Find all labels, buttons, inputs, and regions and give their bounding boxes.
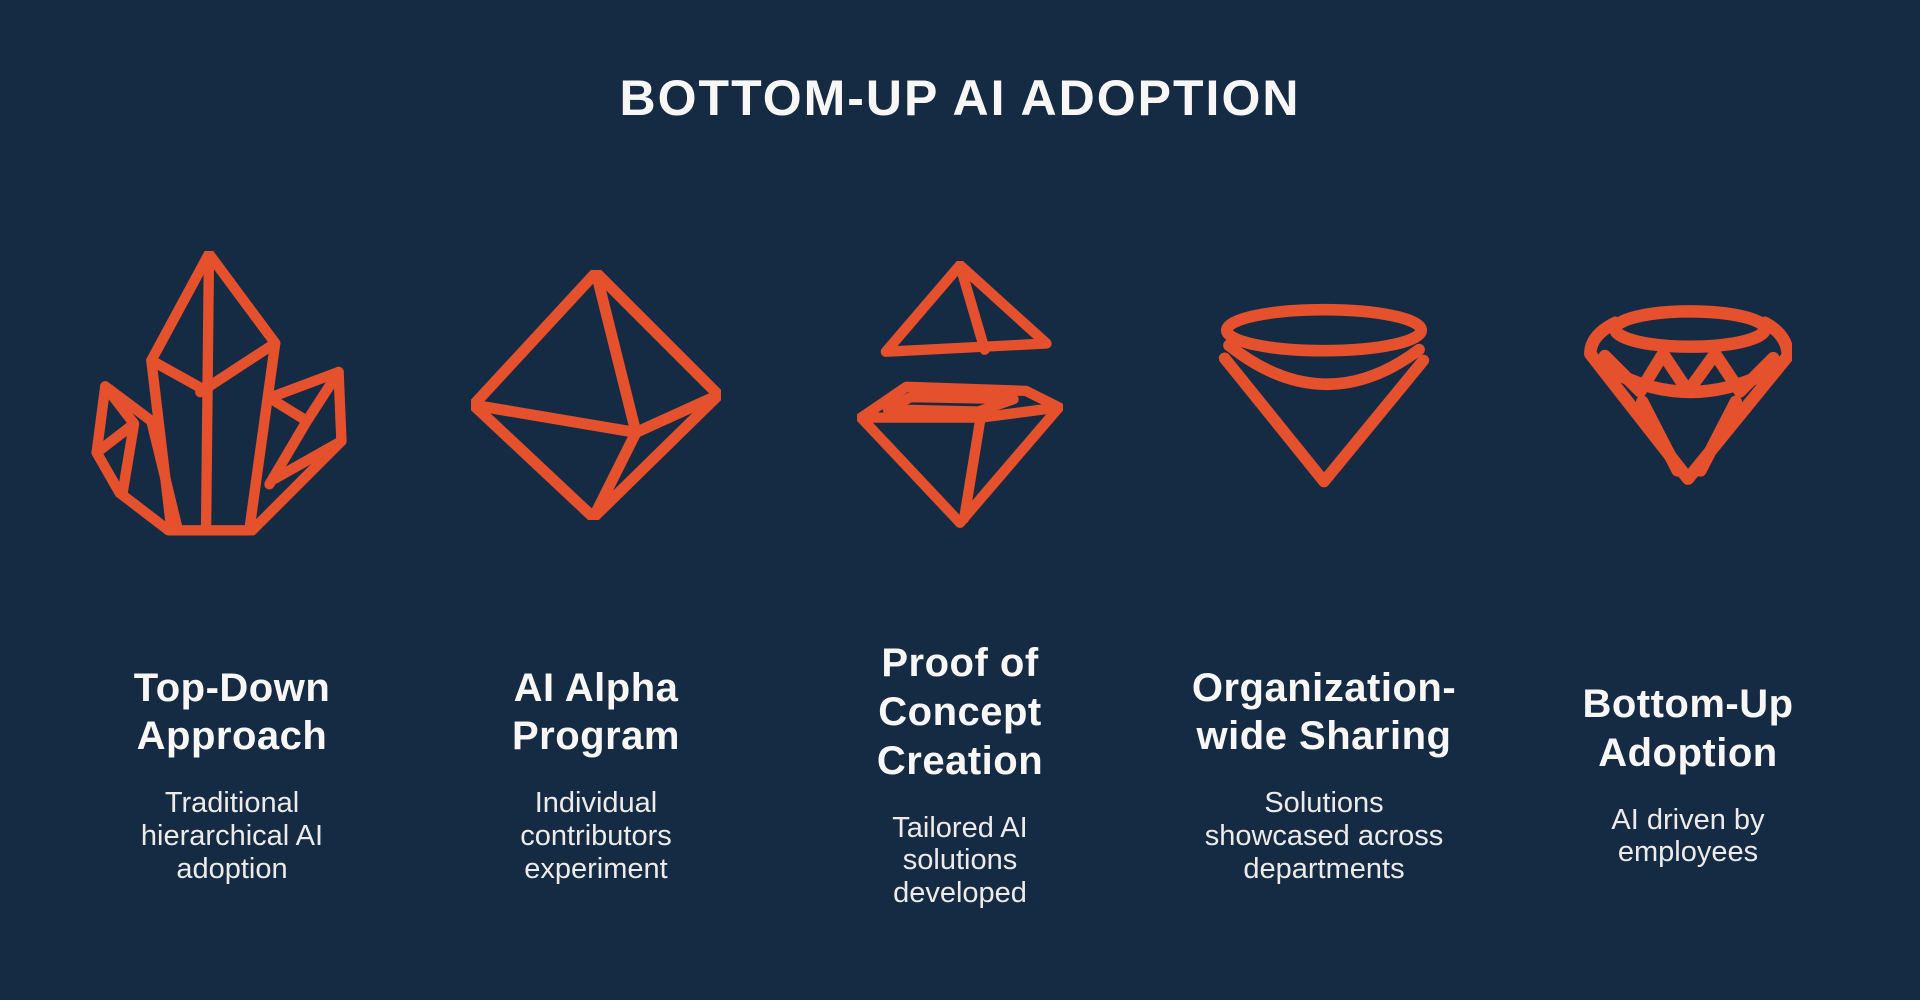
columns-row: Top-Down Approach Traditional hierarchic… — [0, 170, 1920, 930]
icon-area — [86, 170, 378, 620]
icon-area — [471, 170, 721, 620]
faceted-gem-icon — [1584, 305, 1792, 485]
description-line: Individual — [534, 787, 658, 820]
heading-line: Approach — [136, 714, 328, 759]
column-description: Solutions showcased across departments — [1205, 787, 1444, 885]
column-heading: Top-Down Approach — [134, 664, 331, 762]
heading-line: Concept — [878, 689, 1042, 734]
icon-area — [857, 170, 1063, 620]
column-description: Individual contributors experiment — [520, 787, 672, 885]
text-area: Top-Down Approach Traditional hierarchic… — [134, 620, 331, 930]
cone-diamond-icon — [1218, 303, 1430, 487]
description-line: showcased across — [1204, 819, 1444, 852]
crystal-cluster-icon — [91, 250, 347, 536]
heading-line: AI Alpha — [513, 665, 679, 710]
text-area: Organization- wide Sharing Solutions sho… — [1192, 620, 1456, 930]
heading-line: Creation — [876, 738, 1044, 783]
column-ai-alpha-program: AI Alpha Program Individual contributors… — [414, 170, 778, 930]
description-line: solutions — [902, 844, 1018, 877]
description-line: adoption — [176, 852, 288, 885]
heading-line: Adoption — [1598, 730, 1778, 775]
column-top-down-approach: Top-Down Approach Traditional hierarchic… — [50, 170, 414, 930]
description-line: Traditional — [164, 787, 300, 820]
icon-area — [1216, 170, 1432, 620]
description-line: Solutions — [1264, 787, 1384, 820]
column-heading: Organization- wide Sharing — [1192, 664, 1456, 762]
text-area: Proof of Concept Creation Tailored AI so… — [877, 620, 1043, 930]
description-line: contributors — [520, 819, 672, 852]
column-description: Traditional hierarchical AI adoption — [141, 787, 323, 885]
column-organization-wide-sharing: Organization- wide Sharing Solutions sho… — [1142, 170, 1506, 930]
text-area: Bottom-Up Adoption AI driven by employee… — [1582, 620, 1793, 930]
column-bottom-up-adoption: Bottom-Up Adoption AI driven by employee… — [1506, 170, 1870, 930]
octahedron-icon — [471, 269, 721, 520]
description-line: AI driven by — [1611, 803, 1765, 836]
column-heading: Bottom-Up Adoption — [1582, 680, 1793, 778]
heading-line: Proof of — [881, 641, 1039, 686]
heading-line: wide Sharing — [1196, 714, 1452, 759]
column-description: Tailored AI solutions developed — [892, 812, 1027, 910]
icon-area — [1584, 170, 1792, 620]
split-diamond-icon — [857, 260, 1063, 528]
column-heading: AI Alpha Program — [512, 664, 680, 762]
heading-line: Program — [512, 714, 680, 759]
description-line: experiment — [524, 852, 668, 885]
column-heading: Proof of Concept Creation — [877, 639, 1043, 785]
text-area: AI Alpha Program Individual contributors… — [512, 620, 680, 930]
column-description: AI driven by employees — [1611, 804, 1764, 870]
heading-line: Bottom-Up — [1582, 681, 1794, 726]
description-line: hierarchical AI — [140, 819, 324, 852]
description-line: employees — [1617, 836, 1759, 869]
description-line: departments — [1243, 852, 1405, 885]
heading-line: Top-Down — [133, 665, 331, 710]
page-title: BOTTOM-UP AI ADOPTION — [619, 70, 1301, 126]
column-proof-of-concept-creation: Proof of Concept Creation Tailored AI so… — [778, 170, 1142, 930]
description-line: developed — [893, 877, 1027, 910]
heading-line: Organization- — [1191, 665, 1457, 710]
description-line: Tailored AI — [892, 811, 1028, 844]
